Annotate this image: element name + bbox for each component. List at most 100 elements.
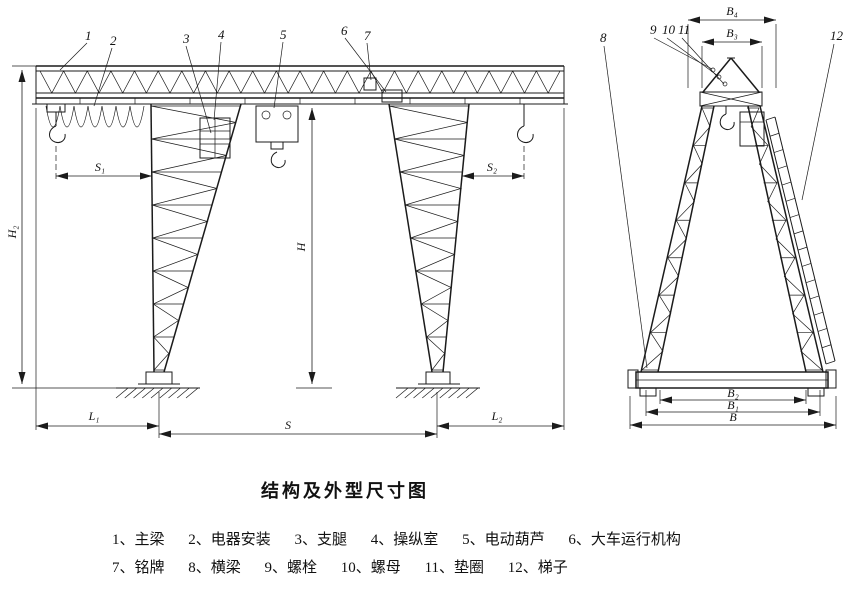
legend-item-11: 11、垫圈 bbox=[424, 560, 485, 576]
festoon-cables bbox=[45, 105, 145, 128]
leg-outer-chord bbox=[640, 105, 703, 373]
dim-b2-label: B₂ bbox=[727, 386, 739, 400]
hoist-side-body bbox=[739, 111, 765, 147]
left-hook bbox=[46, 103, 66, 182]
right-leg bbox=[388, 103, 480, 399]
ladder-rungs bbox=[765, 116, 836, 365]
nameplate bbox=[363, 77, 377, 91]
callout-8-leader bbox=[603, 45, 648, 369]
callout-10-leader bbox=[666, 37, 719, 77]
callout-12-label: 12 bbox=[830, 28, 844, 43]
side-callouts: 8 9 10 11 12 bbox=[600, 22, 844, 369]
hook-icon bbox=[719, 113, 735, 130]
wheel-block bbox=[639, 387, 657, 397]
callout-5-label: 5 bbox=[280, 27, 287, 42]
hook-icon bbox=[517, 125, 534, 143]
right-hook bbox=[517, 104, 534, 182]
drawing-title: 结构及外型尺寸图 bbox=[261, 481, 429, 501]
dim-b1-label: B₁ bbox=[727, 398, 739, 412]
gantry-crane-dimension-drawing: H₂ H S₁ S₂ L₁ S L₂ 1 2 bbox=[5, 4, 844, 438]
leg-inner-chord bbox=[747, 105, 807, 373]
callout-4-leader bbox=[213, 41, 222, 121]
leg-foot bbox=[425, 371, 451, 385]
leg-struts bbox=[389, 105, 469, 371]
callout-3-leader bbox=[185, 45, 212, 134]
hook-icon bbox=[49, 125, 66, 143]
dim-s2-label: S₂ bbox=[487, 160, 497, 174]
callout-6-leader bbox=[344, 37, 387, 93]
end-block bbox=[627, 369, 639, 389]
legend-item-1: 1、主梁 bbox=[112, 532, 165, 548]
callout-7-label: 7 bbox=[364, 28, 371, 43]
ground-hatch bbox=[115, 387, 199, 399]
front-view: H₂ H S₁ S₂ L₁ S L₂ 1 2 bbox=[5, 23, 568, 438]
front-callouts: 1 2 3 4 5 6 7 bbox=[59, 23, 387, 134]
hoist-hook-icon bbox=[270, 151, 286, 168]
hoist-drum bbox=[261, 110, 271, 120]
callout-6-label: 6 bbox=[341, 23, 348, 38]
cross-beam bbox=[627, 369, 837, 397]
callout-9-leader bbox=[653, 37, 713, 70]
leg-struts bbox=[642, 107, 714, 371]
dim-h-label: H bbox=[294, 241, 308, 252]
side-right-leg bbox=[747, 105, 824, 373]
legend-item-4: 4、操纵室 bbox=[370, 532, 439, 548]
legend-item-5: 5、电动葫芦 bbox=[462, 532, 545, 548]
hook-trolley bbox=[46, 103, 66, 113]
legend-item-9: 9、螺栓 bbox=[264, 560, 318, 576]
parts-legend: 1、主梁 2、电器安装 3、支腿 4、操纵室 5、电动葫芦 6、大车运行机构 7… bbox=[112, 526, 701, 582]
legend-item-3: 3、支腿 bbox=[294, 532, 348, 548]
callout-2-leader bbox=[93, 47, 113, 107]
leg-lattice bbox=[750, 107, 823, 371]
operator-cab bbox=[199, 117, 231, 159]
legend-item-8: 8、横梁 bbox=[188, 560, 241, 576]
legend-row-1: 1、主梁 2、电器安装 3、支腿 4、操纵室 5、电动葫芦 6、大车运行机构 bbox=[112, 526, 701, 554]
callout-1-label: 1 bbox=[85, 28, 92, 43]
side-left-leg bbox=[640, 105, 715, 373]
callout-4-label: 4 bbox=[218, 27, 225, 42]
leg-foot bbox=[145, 371, 173, 385]
callout-7-leader bbox=[366, 42, 372, 81]
dim-s1-label: S₁ bbox=[95, 160, 105, 174]
callout-5-leader bbox=[273, 41, 284, 109]
leg-struts bbox=[151, 105, 241, 371]
apex-right-edge bbox=[730, 57, 760, 93]
callout-12-leader bbox=[801, 43, 835, 201]
callout-2-label: 2 bbox=[110, 33, 117, 48]
callout-11-leader bbox=[681, 37, 725, 85]
legend-item-2: 2、电器安装 bbox=[188, 532, 271, 548]
leg-outer-chord bbox=[759, 105, 824, 373]
leg-struts bbox=[747, 107, 822, 371]
callout-8-label: 8 bbox=[600, 30, 607, 45]
hoist-block bbox=[270, 141, 284, 150]
callout-9-label: 9 bbox=[650, 22, 657, 37]
main-girder bbox=[32, 65, 568, 105]
leg-lattice bbox=[641, 107, 711, 371]
callout-1-leader bbox=[59, 42, 88, 71]
dim-b4-label: B₄ bbox=[726, 4, 738, 18]
callout-3-label: 3 bbox=[182, 31, 190, 46]
legend-item-10: 10、螺母 bbox=[340, 560, 401, 576]
dim-l2-label: L₂ bbox=[491, 409, 503, 423]
end-block bbox=[825, 369, 837, 389]
legend-row-2: 7、铭牌 8、横梁 9、螺栓 10、螺母 11、垫圈 12、梯子 bbox=[112, 554, 701, 582]
side-dimensions: B₄ B₃ B₂ B₁ B bbox=[629, 4, 837, 429]
dim-b-label: B bbox=[729, 410, 737, 424]
girder-end-brace bbox=[699, 91, 763, 107]
leg-inner-chord bbox=[657, 105, 715, 373]
girder-rail-ticks bbox=[79, 98, 521, 104]
front-dimensions: H₂ H S₁ S₂ L₁ S L₂ bbox=[5, 65, 565, 438]
callout-10-label: 10 bbox=[662, 22, 676, 37]
legend-item-7: 7、铭牌 bbox=[112, 560, 165, 576]
girder-lattice bbox=[39, 70, 561, 94]
hoist-motor bbox=[282, 110, 292, 120]
ladder bbox=[765, 116, 836, 365]
callout-11-label: 11 bbox=[678, 22, 690, 37]
hoist-body bbox=[255, 105, 299, 143]
dim-l1-label: L₁ bbox=[88, 409, 100, 423]
side-view: B₄ B₃ B₂ B₁ B 8 9 10 bbox=[600, 4, 844, 429]
electric-hoist bbox=[255, 105, 299, 168]
dim-h2-label: H₂ bbox=[5, 226, 19, 240]
travel-mechanism bbox=[381, 89, 403, 103]
